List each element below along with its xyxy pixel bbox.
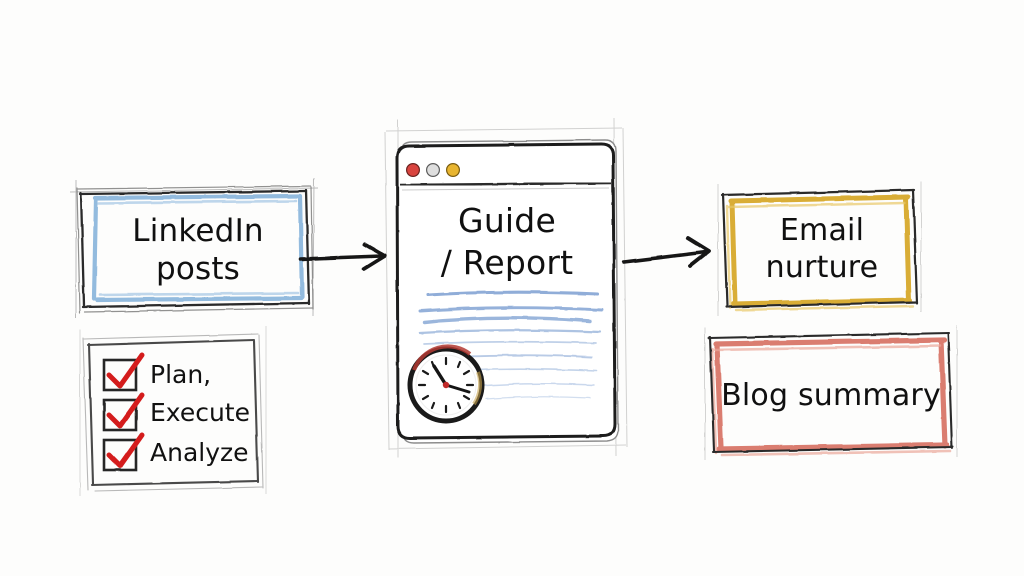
window-dots: [406, 163, 461, 178]
clock-icon: [407, 344, 485, 424]
arrow-linkedin-to-guide: [298, 242, 387, 271]
checkbox-plan[interactable]: [102, 352, 145, 392]
node-blog-summary[interactable]: [704, 325, 958, 460]
minimize-dot[interactable]: [426, 163, 441, 178]
arrow-guide-to-email: [622, 236, 711, 268]
close-dot[interactable]: [406, 163, 421, 178]
node-email-nurture[interactable]: [717, 181, 922, 316]
node-checklist[interactable]: [79, 326, 267, 496]
node-guide-report[interactable]: [384, 117, 628, 458]
checkbox-execute[interactable]: [102, 392, 145, 432]
checkbox-analyze[interactable]: [102, 432, 145, 472]
node-linkedin-posts[interactable]: [69, 177, 319, 318]
maximize-dot[interactable]: [446, 163, 461, 178]
